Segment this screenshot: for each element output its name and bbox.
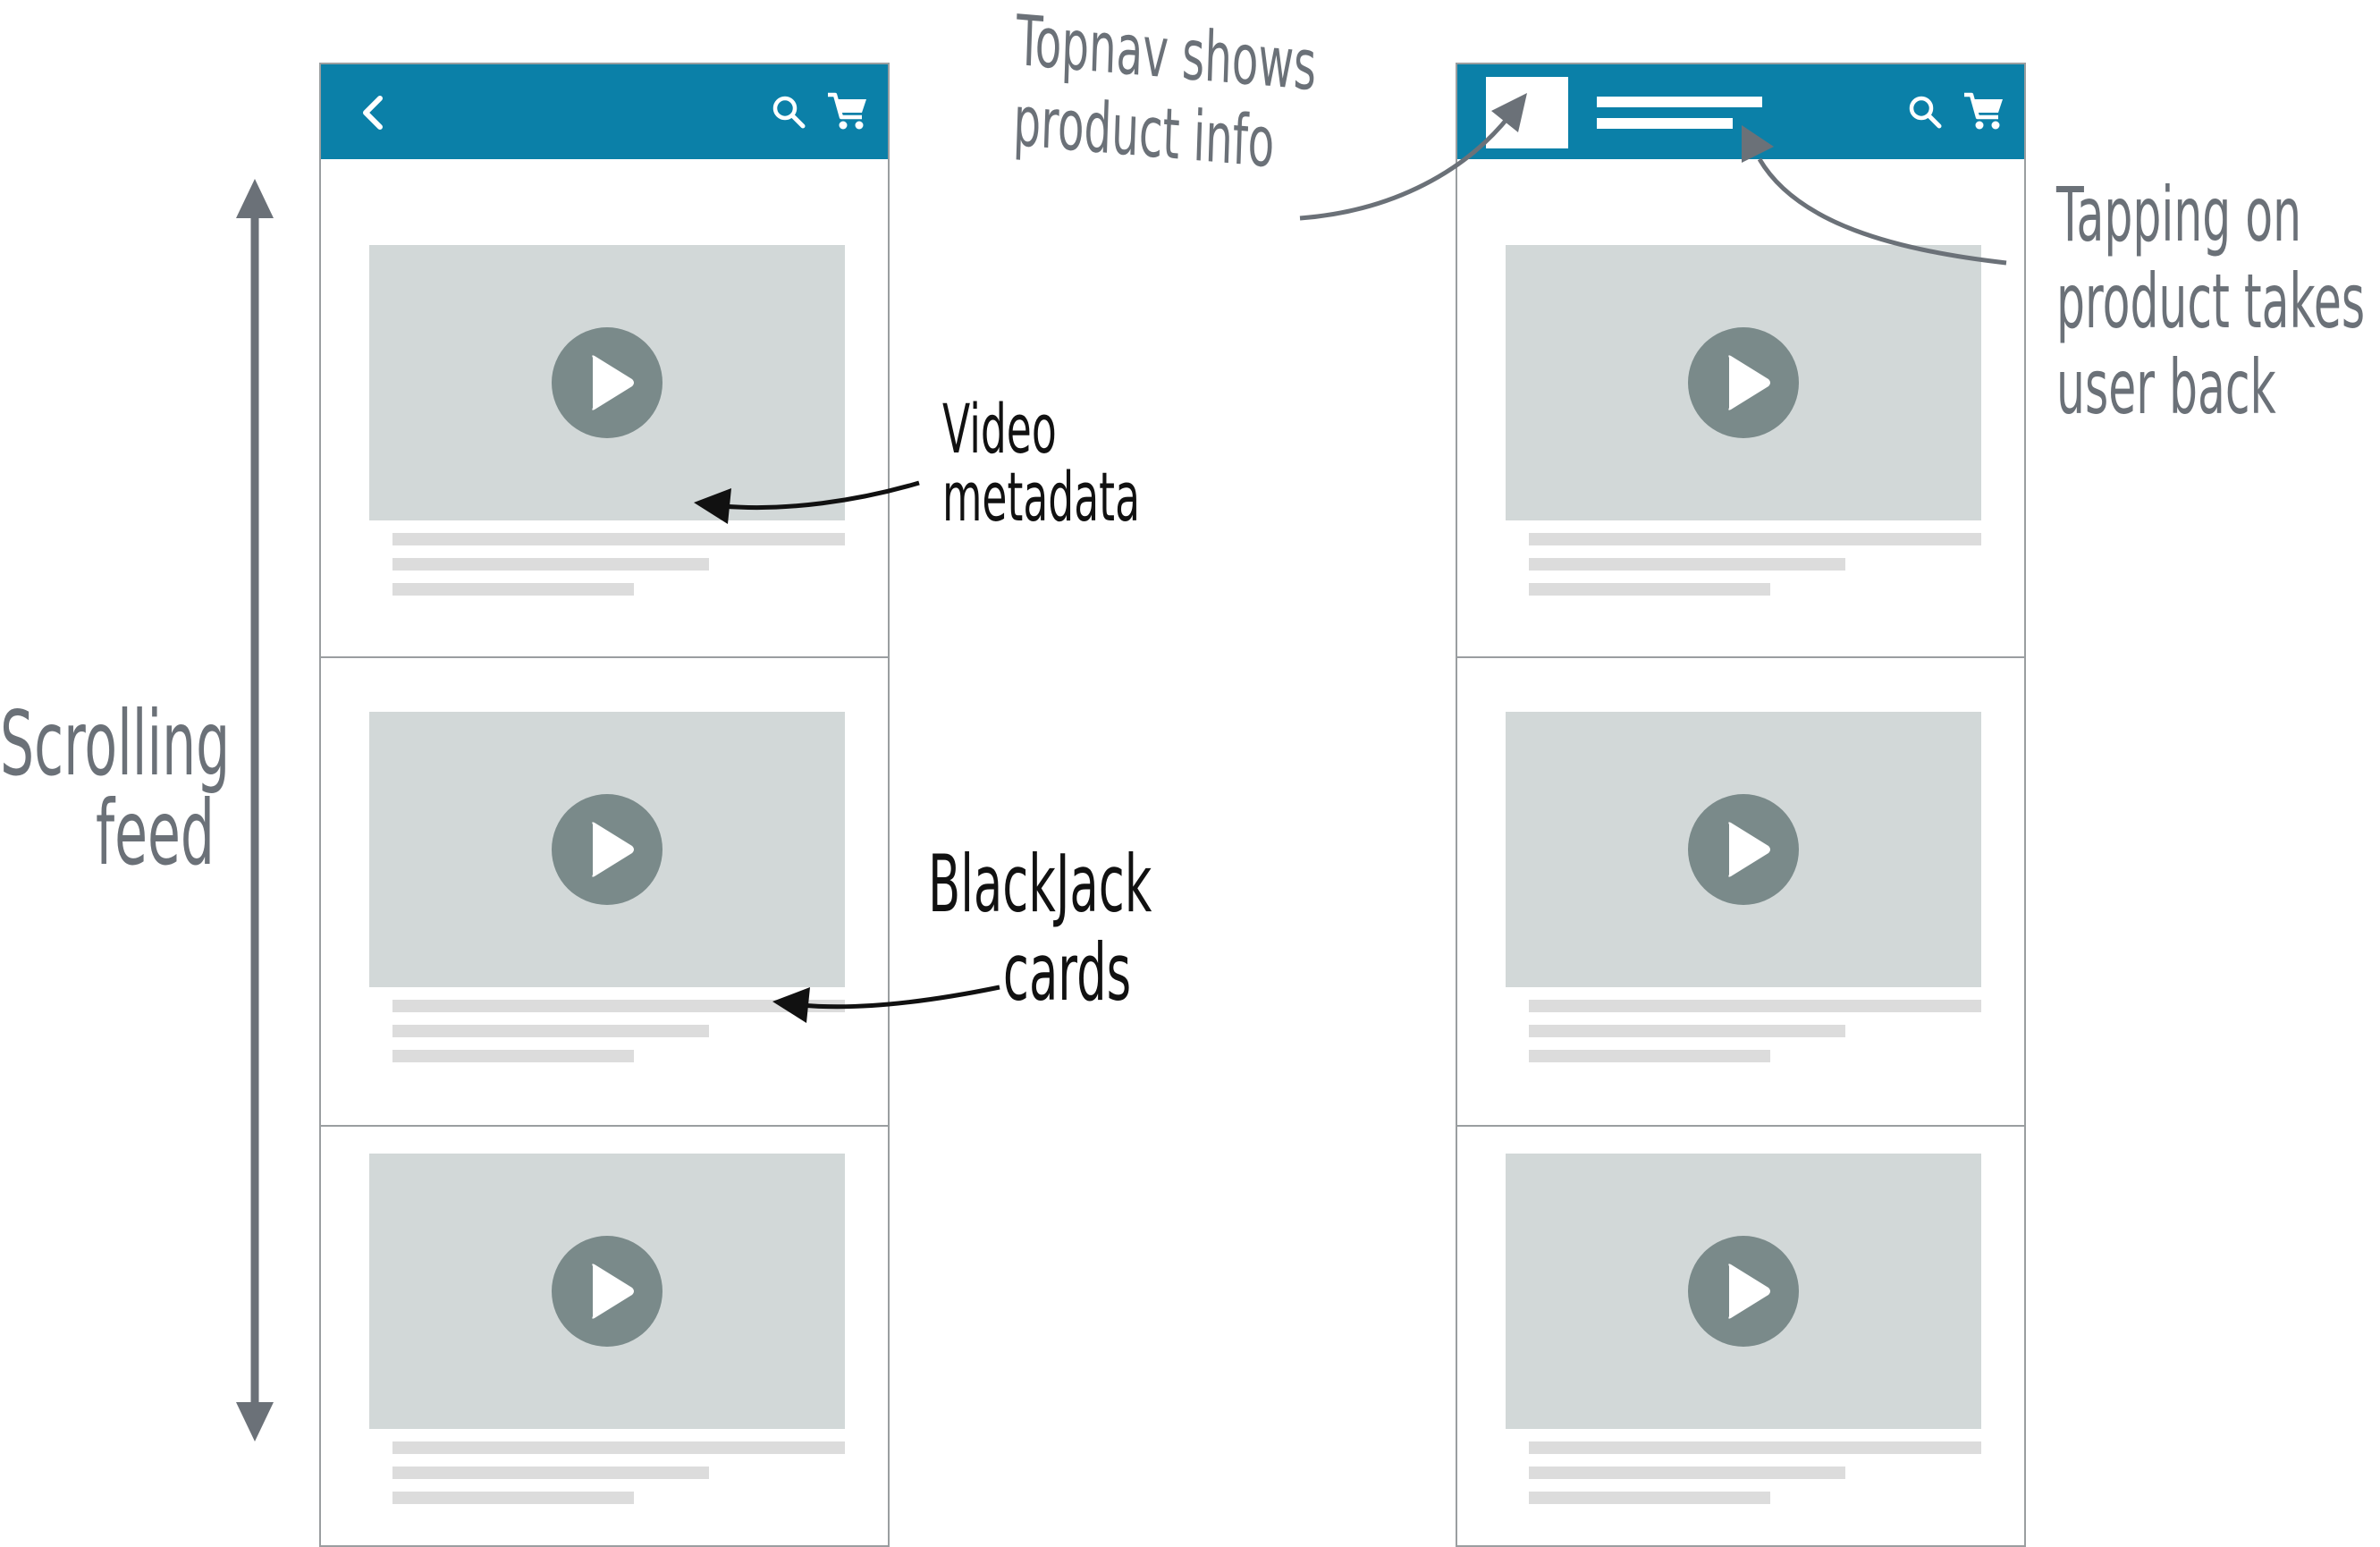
play-button[interactable] <box>552 1236 663 1347</box>
video-thumbnail[interactable] <box>1506 712 1981 987</box>
video-card[interactable] <box>1457 159 2024 658</box>
metadata-line <box>1529 1441 1981 1454</box>
play-icon <box>592 355 634 410</box>
tapping-annotation: Tapping on product takes user back <box>2056 171 2366 432</box>
search-icon[interactable] <box>1907 94 1943 130</box>
video-thumbnail[interactable] <box>1506 1154 1981 1429</box>
blackjack-cards-annotation: BlackJack cards <box>928 838 1152 1019</box>
video-thumbnail[interactable] <box>369 712 845 987</box>
video-card[interactable] <box>321 159 888 658</box>
product-subtitle-line[interactable] <box>1597 118 1733 129</box>
metadata-line <box>392 1441 845 1454</box>
metadata-line <box>1529 583 1770 596</box>
play-button[interactable] <box>1688 794 1799 905</box>
play-icon <box>592 822 634 877</box>
metadata-line <box>1529 533 1981 545</box>
metadata-line <box>392 1000 845 1012</box>
topnav-annotation: Topnav shows product info <box>1012 1 1318 184</box>
play-icon <box>1728 355 1770 410</box>
play-button[interactable] <box>1688 1236 1799 1347</box>
metadata-line <box>1529 1492 1770 1504</box>
metadata-line <box>1529 1050 1770 1062</box>
metadata-line <box>392 583 634 596</box>
search-icon[interactable] <box>771 94 806 130</box>
metadata-line <box>392 1467 709 1479</box>
metadata-line <box>392 1492 634 1504</box>
metadata-line <box>392 558 709 571</box>
scrolling-feed-arrow <box>236 179 274 1441</box>
phone-mockup-left <box>319 63 890 1547</box>
scrolling-feed-annotation: Scrolling feed <box>0 691 231 885</box>
metadata-line <box>392 533 845 545</box>
play-button[interactable] <box>552 794 663 905</box>
video-card[interactable] <box>1457 658 2024 1127</box>
topnav <box>321 64 888 159</box>
play-icon <box>1728 1264 1770 1319</box>
video-thumbnail[interactable] <box>1506 245 1981 520</box>
metadata-line <box>392 1025 709 1037</box>
metadata-line <box>1529 558 1845 571</box>
video-metadata-annotation: Video metadata <box>942 389 1141 537</box>
video-thumbnail[interactable] <box>369 245 845 520</box>
video-card[interactable] <box>321 1127 888 1545</box>
phone-mockup-right <box>1456 63 2026 1547</box>
metadata-line <box>1529 1467 1845 1479</box>
play-icon <box>592 1264 634 1319</box>
back-chevron-icon[interactable] <box>355 93 391 132</box>
metadata-line <box>392 1050 634 1062</box>
play-icon <box>1728 822 1770 877</box>
cart-icon[interactable] <box>1962 90 2005 131</box>
topnav-product-info <box>1457 64 2024 159</box>
product-title-line[interactable] <box>1597 97 1762 107</box>
video-card[interactable] <box>321 658 888 1127</box>
product-thumbnail[interactable] <box>1486 77 1568 148</box>
metadata-line <box>1529 1025 1845 1037</box>
cart-icon[interactable] <box>826 90 869 131</box>
video-card[interactable] <box>1457 1127 2024 1545</box>
play-button[interactable] <box>1688 327 1799 438</box>
video-thumbnail[interactable] <box>369 1154 845 1429</box>
metadata-line <box>1529 1000 1981 1012</box>
play-button[interactable] <box>552 327 663 438</box>
